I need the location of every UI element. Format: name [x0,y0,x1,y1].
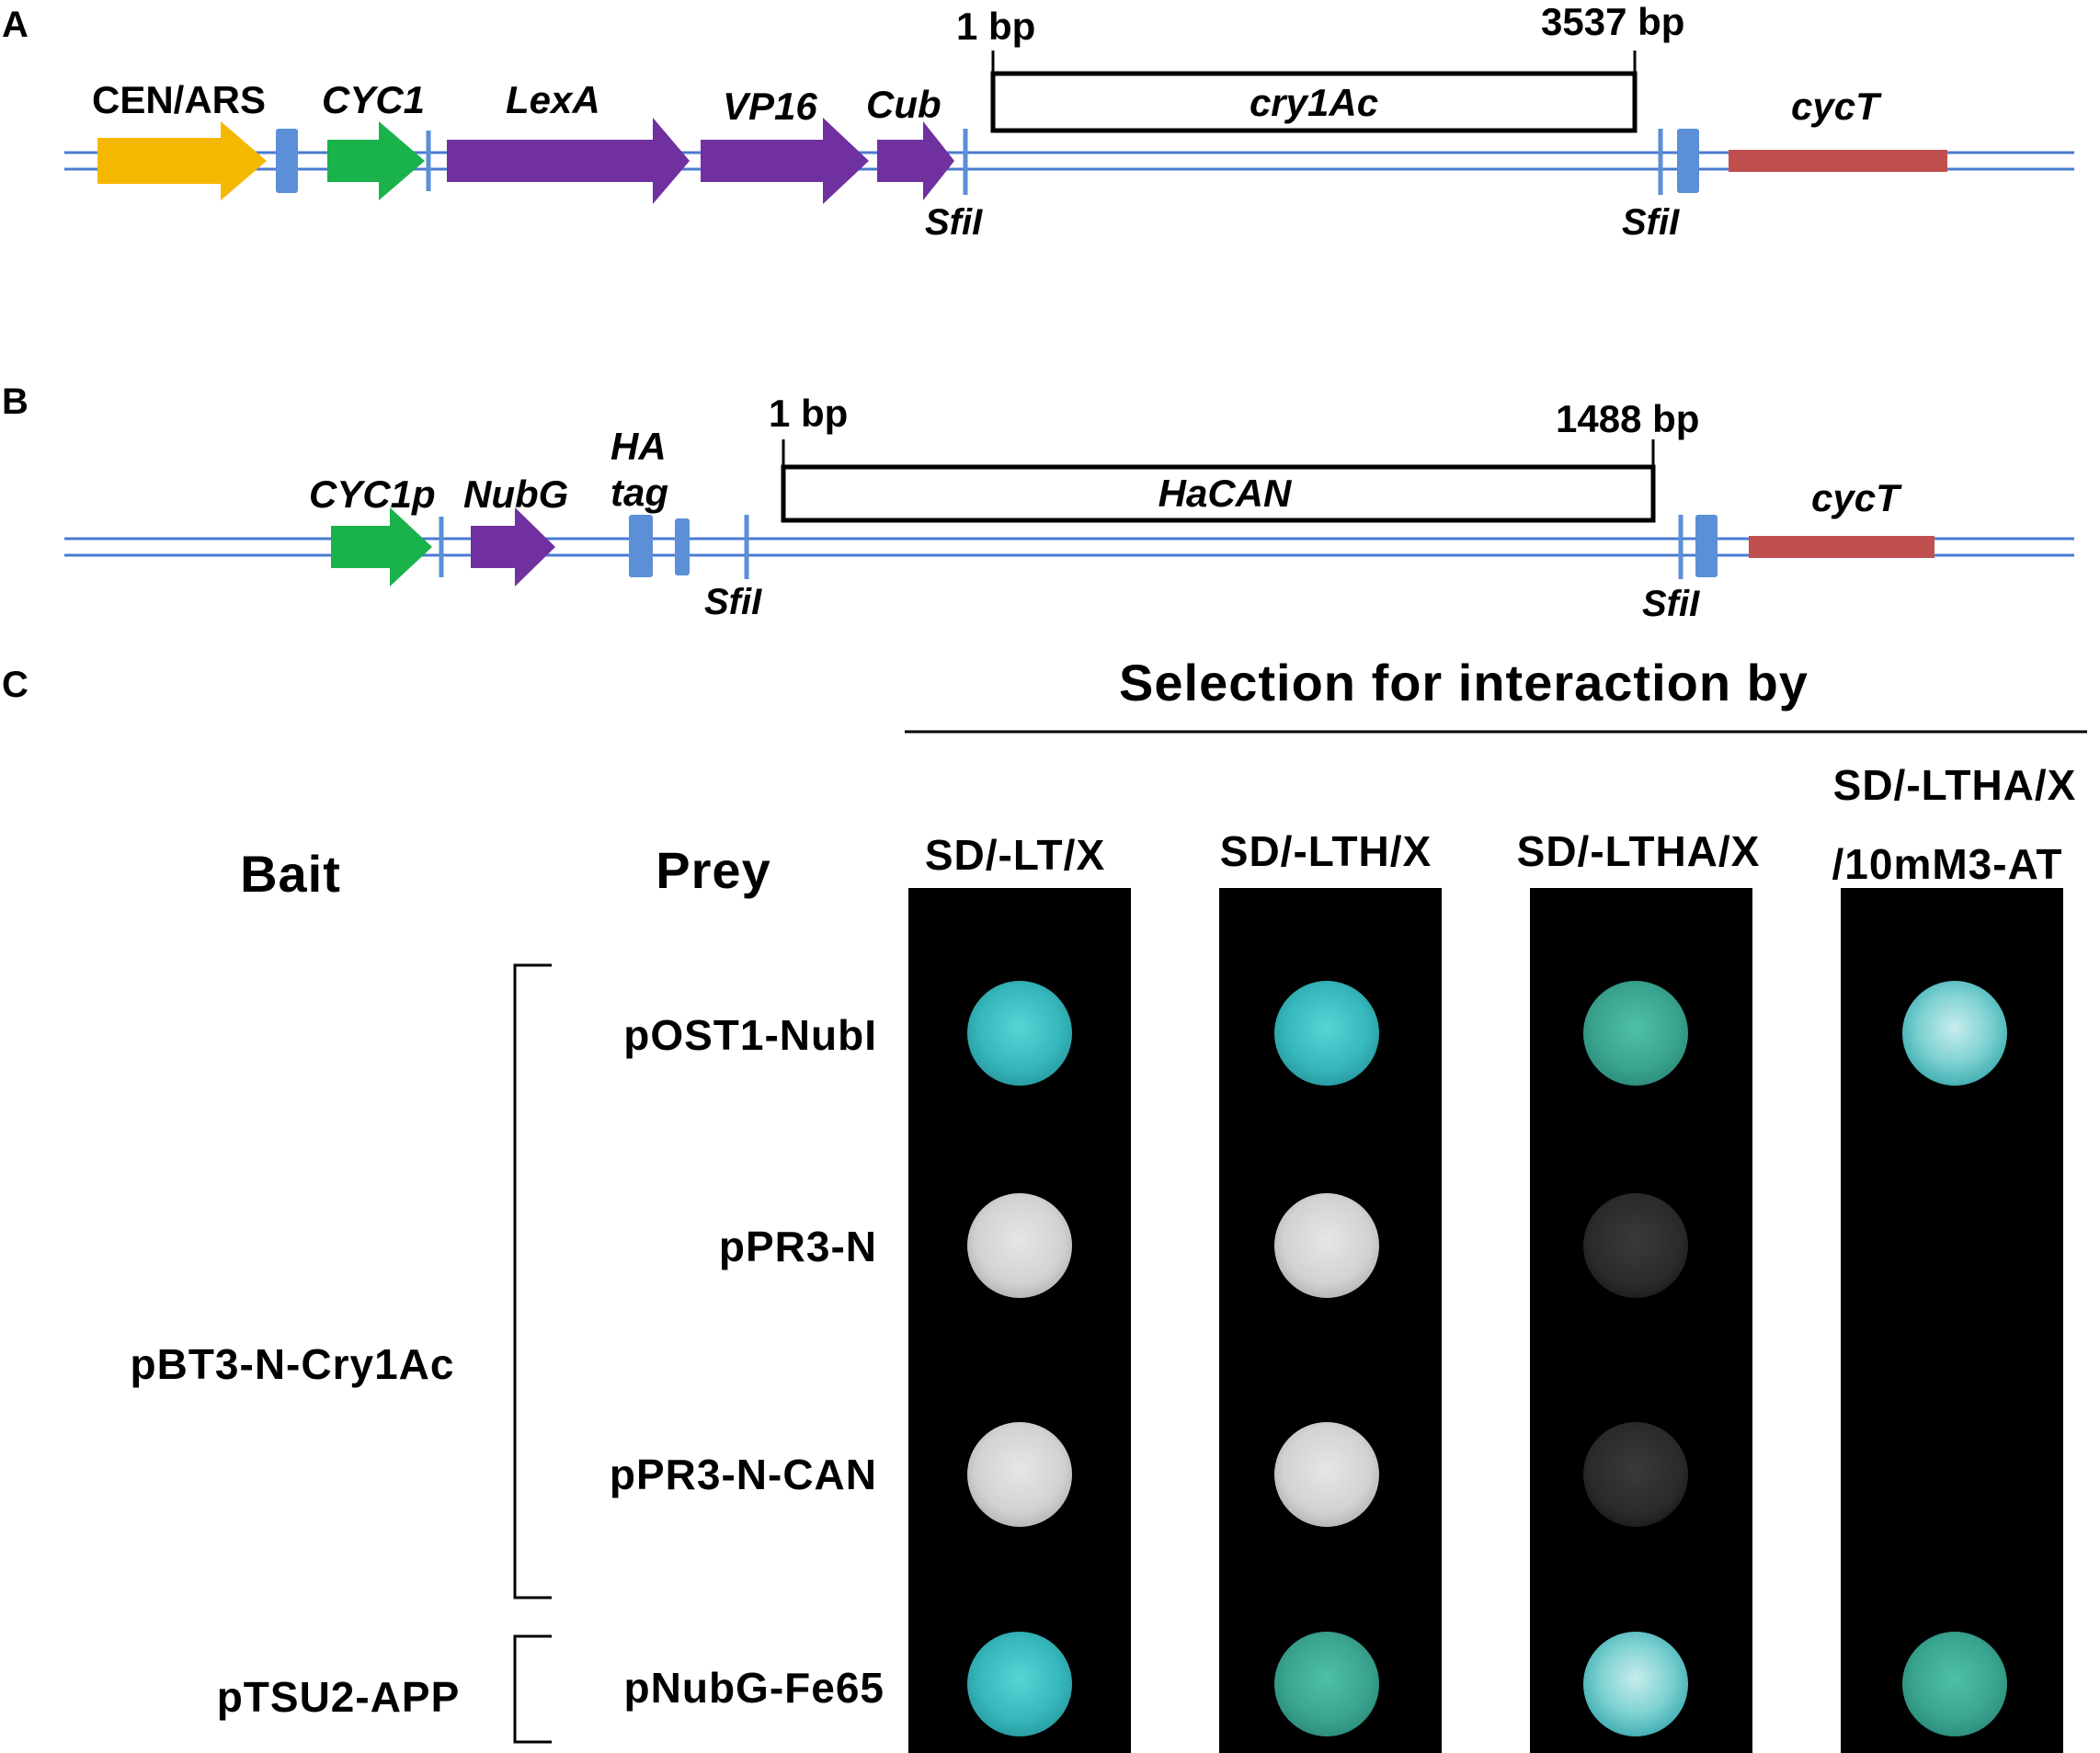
bait-app-label: pTSU2-APP [217,1673,461,1721]
cyc1p-label: CYC1p [309,472,436,516]
bracket-cry1ac [513,963,552,1599]
panel-a-sfii-left-label: SfiI [925,202,983,243]
cub-arrow [877,121,954,200]
panel-a-marker-block-2 [1677,129,1699,193]
colony-spot-r4-c1 [967,1632,1072,1736]
cry1ac-label: cry1Ac [1250,81,1378,124]
prey-ppr3n-can-label: pPR3-N-CAN [610,1451,877,1498]
column-header-3: SD/-LTHA/X [1517,827,1761,875]
panel-b-start-bp: 1 bp [769,392,848,435]
colony-spot-r1-c2 [1274,981,1379,1086]
colony-spot-r4-c4 [1902,1632,2007,1736]
panel-a-cyct-bar [1729,150,1947,172]
panel-a-sfii-right-label: SfiI [1622,202,1680,243]
colony-spot-r1-c1 [967,981,1072,1086]
cry1ac-box [990,71,1638,133]
ha-label: HA [611,425,667,468]
cub-label: Cub [866,83,942,126]
colony-spot-r4-c3 [1583,1632,1688,1736]
cyc1p-arrow [331,507,432,586]
panel-a-start-bp: 1 bp [956,5,1035,48]
colony-spot-r1-c3 [1583,981,1688,1086]
selection-heading: Selection for interaction by [1119,654,1809,711]
panel-a: A CEN/ARS CYC1 LexA VP16 Cub SfiI 1 bp 3… [2,0,2074,243]
panel-a-letter: A [2,5,29,45]
colony-spot-r3-c1 [967,1422,1072,1527]
colony-spot-r2-c2 [1274,1193,1379,1298]
panel-b-end-bp: 1488 bp [1556,397,1699,440]
prey-header: Prey [656,841,770,899]
bracket-app [513,1634,552,1744]
cen-ars-label: CEN/ARS [92,78,266,121]
ha-tag-block-2 [675,518,690,575]
panel-a-marker-block [276,129,298,193]
cyc1-arrow [327,121,425,200]
prey-ost1-label: pOST1-NubI [623,1011,877,1059]
vp16-label: VP16 [723,85,817,128]
colony-spot-r2-c3 [1583,1193,1688,1298]
ha-tag-block-1 [629,515,653,577]
colony-spot-r3-c2 [1274,1422,1379,1527]
vp16-arrow [701,118,869,204]
hacan-box [781,464,1656,523]
panel-b: B CYC1p NubG HA tag SfiI 1 bp 1488 bp Ha… [2,381,2074,624]
colony-spot-r4-c2 [1274,1632,1379,1736]
column-header-2: SD/-LTH/X [1220,827,1432,875]
prey-fe65-label: pNubG-Fe65 [624,1664,885,1712]
panel-a-cyct-label: cycT [1791,85,1882,128]
nubg-arrow [471,507,555,586]
panel-b-marker-block [1695,515,1718,577]
column-header-4-line-1: SD/-LTHA/X [1833,761,2077,809]
panel-a-end-bp: 3537 bp [1541,0,1684,43]
colony-spot-r1-c4 [1902,981,2007,1086]
tag-label: tag [611,471,668,514]
panel-b-sfii-left-label: SfiI [704,582,762,622]
bait-cry1ac-label: pBT3-N-Cry1Ac [131,1340,455,1388]
nubg-label: NubG [463,472,568,516]
panel-b-letter: B [2,381,29,422]
panel-c-letter: C [2,665,29,705]
cen-ars-arrow [97,121,267,200]
panel-b-sfii-right-label: SfiI [1642,584,1700,624]
column-header-1: SD/-LT/X [925,831,1105,879]
colony-spots [967,981,2007,1736]
cyc1-label: CYC1 [322,78,425,121]
lexa-arrow [447,118,690,204]
colony-spot-r3-c3 [1583,1422,1688,1527]
bait-header: Bait [240,845,341,903]
prey-ppr3n-label: pPR3-N [719,1223,877,1270]
hacan-label: HaCAN [1158,472,1293,515]
colony-spot-r2-c1 [967,1193,1072,1298]
column-header-4-line-2: /10mM3-AT [1832,840,2063,888]
panel-c: C Selection for interaction by Bait Prey… [2,654,2087,1753]
panel-b-cyct-bar [1749,536,1935,558]
panel-b-cyct-label: cycT [1811,476,1902,519]
lexa-label: LexA [506,78,600,121]
